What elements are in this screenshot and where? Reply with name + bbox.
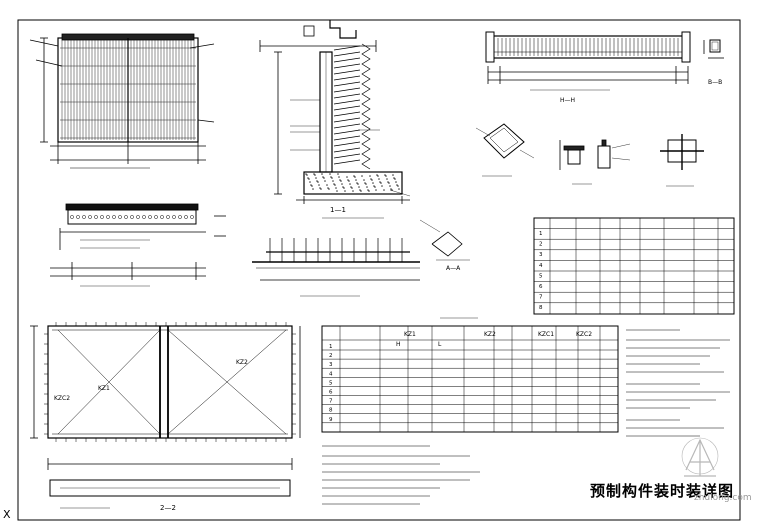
main-table-row-number: 5 [329, 380, 333, 386]
label-section-aa: A—A [446, 265, 461, 272]
sheet-title: 预制构件装时装详图 [590, 482, 735, 500]
legend-kz1: KZ1 [98, 385, 110, 392]
table-header-kzc2: KZC2 [576, 331, 592, 338]
strip-elevation [252, 219, 470, 297]
corner-mark: X [3, 508, 11, 521]
rebar-table-row-number: 7 [539, 295, 543, 301]
label-section-2-2: 2—2 [160, 504, 176, 512]
panel-section [50, 203, 226, 287]
table-header-kz2: KZ2 [484, 331, 496, 338]
sheet-border [17, 19, 741, 521]
main-table: 1 2 3 4 5 6 7 8 9 [321, 317, 619, 433]
watermark-logo [681, 437, 719, 477]
label-section-bb: B—B [708, 79, 722, 86]
main-table-row-number: 1 [329, 344, 333, 350]
wall-section [259, 20, 411, 219]
main-table-row-number: 7 [329, 399, 333, 405]
connection-details [475, 123, 704, 187]
rebar-table-row-number: 8 [539, 305, 543, 311]
label-section-1-1: 1—1 [330, 206, 346, 214]
frame-plan [30, 322, 301, 509]
main-table-row-number: 2 [329, 353, 333, 359]
legend-kz2: KZ2 [236, 359, 248, 366]
main-table-row-number: 4 [329, 371, 333, 377]
main-table-row-number: 6 [329, 390, 333, 396]
rebar-table: 1 2 3 4 5 6 7 8 [533, 217, 735, 315]
table-header-h: H [396, 341, 401, 348]
rebar-table-row-number: 4 [539, 263, 543, 269]
table-header-l: L [438, 341, 442, 348]
main-table-row-number: 8 [329, 408, 333, 414]
rebar-table-row-number: 2 [539, 242, 543, 248]
main-table-row-number: 3 [329, 362, 333, 368]
watermark-text: zhulong.com [694, 493, 752, 503]
rebar-table-row-number: 1 [539, 231, 543, 237]
table-header-kzc1: KZC1 [538, 331, 554, 338]
main-table-row-number: 9 [329, 417, 333, 423]
rebar-table-row-number: 6 [539, 284, 543, 290]
legend-kzc2: KZC2 [54, 395, 70, 402]
label-section-h: H—H [560, 97, 575, 104]
rebar-table-row-number: 5 [539, 273, 543, 279]
general-notes [322, 329, 730, 505]
panel-elevation [29, 33, 215, 169]
table-header-kz1: KZ1 [404, 331, 416, 338]
rebar-table-row-number: 3 [539, 252, 543, 258]
beam-elevation [485, 31, 724, 91]
